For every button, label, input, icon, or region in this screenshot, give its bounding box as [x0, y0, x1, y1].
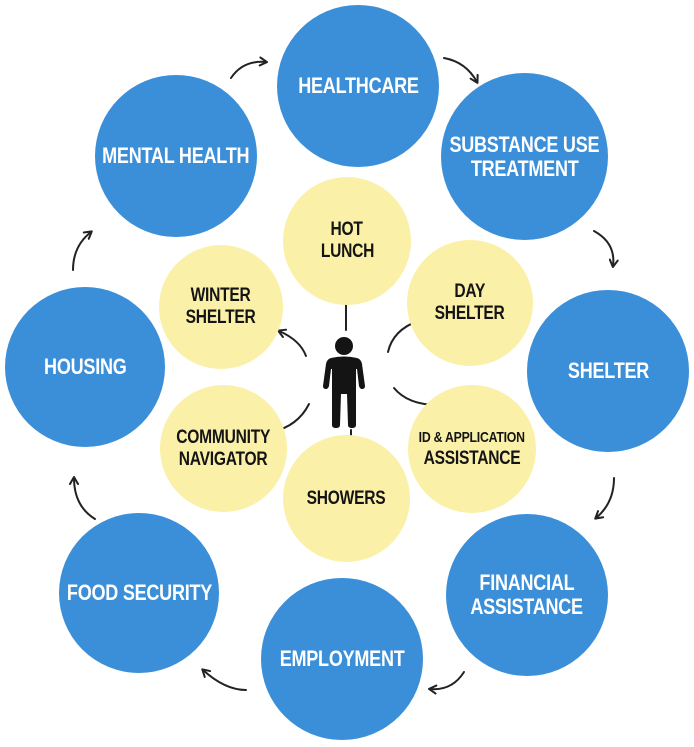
node-day-shelter: DAY SHELTER: [407, 240, 533, 366]
node-housing: HOUSING: [5, 287, 165, 447]
node-winter-shelter: WINTER SHELTER: [159, 245, 283, 369]
label-financial-line2: ASSISTANCE: [470, 594, 584, 619]
label-hot-lunch-line2: LUNCH: [320, 241, 374, 262]
node-community-navigator: COMMUNITY NAVIGATOR: [160, 385, 287, 512]
label-day-shelter-line1: DAY: [454, 281, 486, 302]
label-community-line2: NAVIGATOR: [179, 448, 268, 470]
arrow-food-to-housing: [69, 476, 96, 520]
label-substance-use-line2: TREATMENT: [470, 155, 579, 181]
arrow-shelter-to-financial: [594, 477, 615, 520]
label-employment: EMPLOYMENT: [279, 646, 405, 671]
label-food-security: FOOD SECURITY: [66, 580, 212, 605]
node-mental-health: MENTAL HEALTH: [95, 75, 257, 237]
node-hot-lunch: HOT LUNCH: [283, 177, 411, 305]
node-substance-use-treatment: SUBSTANCE USE TREATMENT: [441, 73, 608, 240]
arrow-financial-to-employment: [428, 671, 465, 695]
node-food-security: FOOD SECURITY: [59, 513, 219, 673]
label-housing: HOUSING: [43, 354, 127, 379]
label-mental-health: MENTAL HEALTH: [102, 143, 250, 168]
label-hot-lunch-line1: HOT: [330, 219, 364, 240]
arrow-mental-to-healthcare: [230, 56, 268, 79]
label-id-assistance-line2: ASSISTANCE: [423, 448, 521, 469]
arrow-housing-to-mental: [72, 230, 93, 271]
label-showers: SHOWERS: [307, 487, 386, 509]
node-shelter: SHELTER: [527, 290, 689, 452]
label-winter-line2: SHELTER: [186, 307, 256, 328]
arrow-substance-to-shelter: [593, 230, 619, 268]
label-healthcare: HEALTHCARE: [297, 73, 419, 98]
label-id-assistance-line1: ID & APPLICATION: [418, 429, 526, 446]
label-financial-line1: FINANCIAL: [479, 570, 575, 595]
arrow-employment-to-food: [201, 668, 247, 691]
arrow-healthcare-to-substance: [443, 57, 479, 84]
node-employment: EMPLOYMENT: [261, 578, 423, 740]
label-substance-use-line1: SUBSTANCE USE: [449, 131, 600, 157]
node-financial-assistance: FINANCIAL ASSISTANCE: [446, 514, 608, 676]
label-winter-line1: WINTER: [191, 285, 251, 306]
person-icon: [323, 337, 365, 428]
label-day-shelter-line2: SHELTER: [435, 303, 505, 324]
node-showers: SHOWERS: [283, 435, 410, 562]
node-id-application-assistance: ID & APPLICATION ASSISTANCE: [408, 385, 536, 513]
arrow-to-winter-shelter: [277, 328, 307, 357]
label-community-line1: COMMUNITY: [176, 426, 271, 448]
node-healthcare: HEALTHCARE: [277, 5, 439, 167]
label-shelter: SHELTER: [567, 358, 649, 383]
